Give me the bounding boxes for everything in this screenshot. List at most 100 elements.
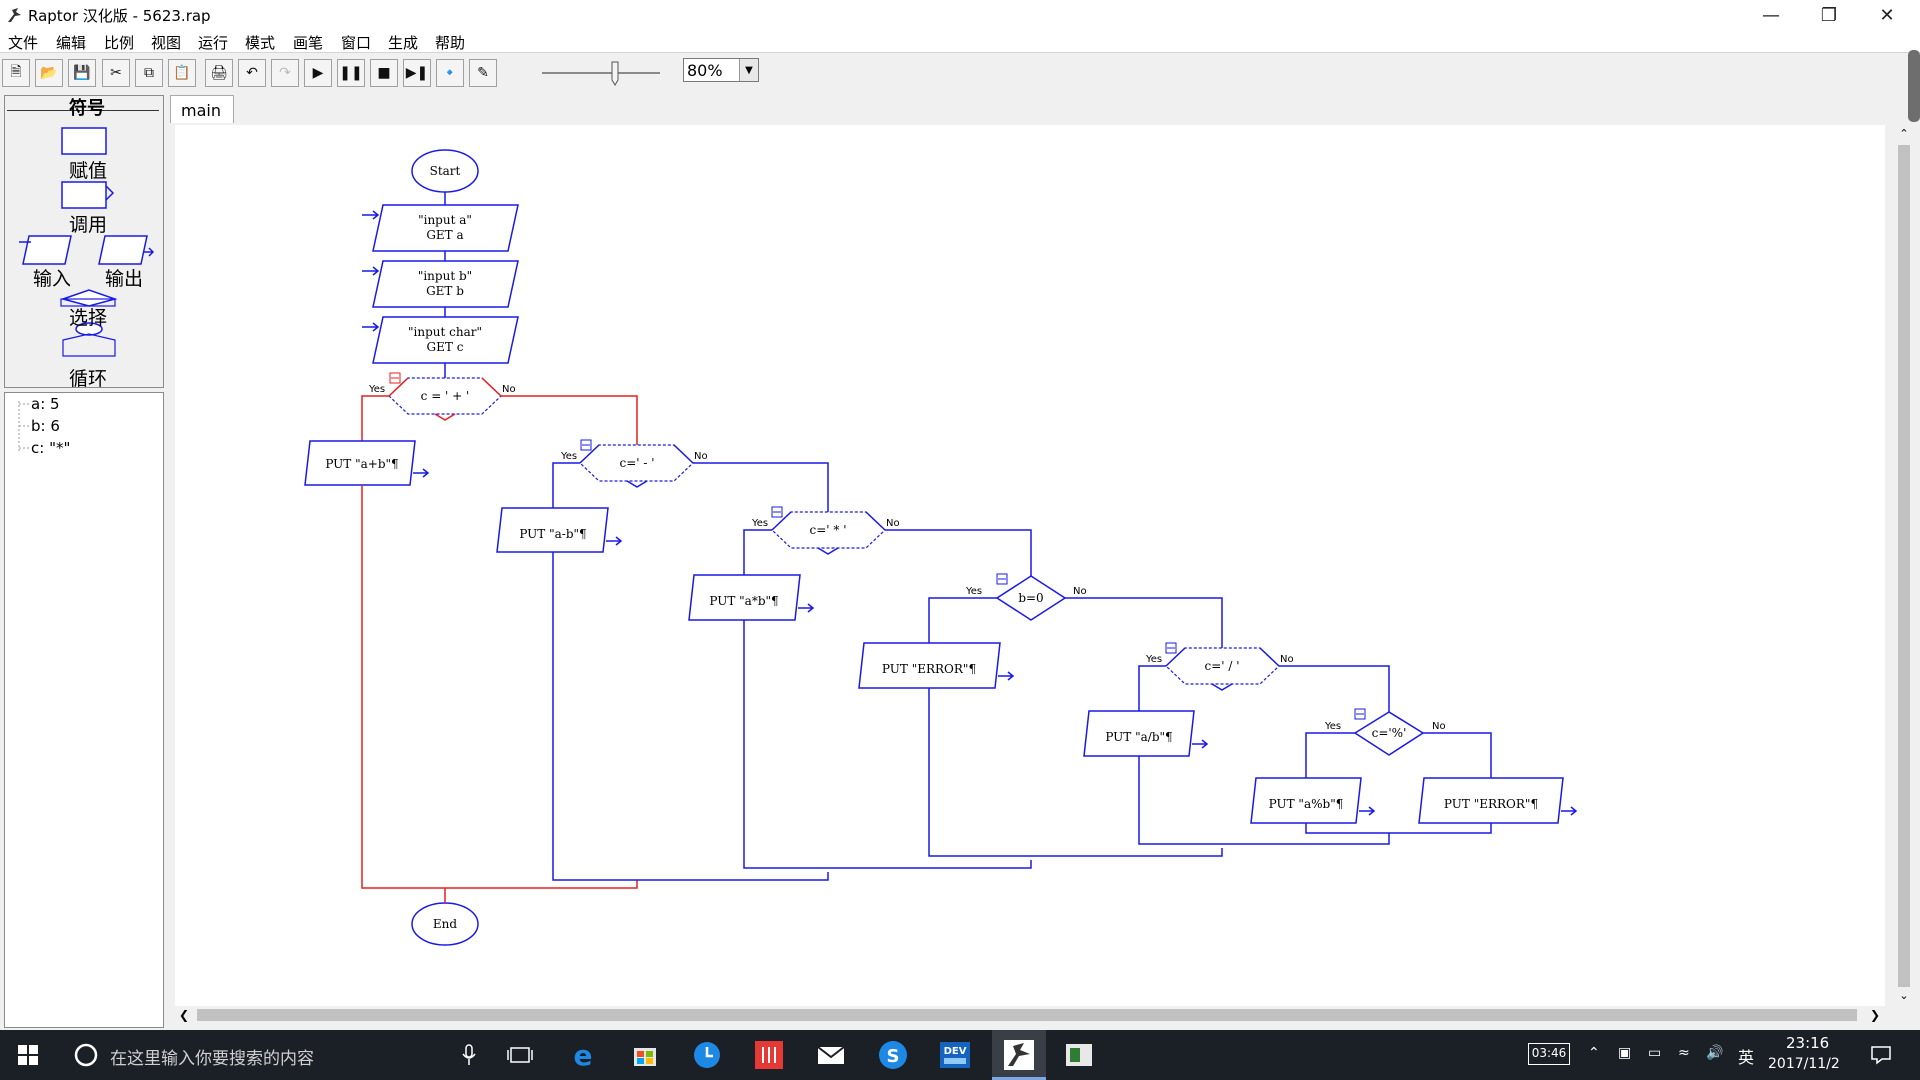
output-error-2[interactable]: PUT "ERROR"¶ <box>1418 777 1578 824</box>
open-folder-icon[interactable]: 📂 <box>35 59 63 87</box>
decision-minus[interactable]: c=' - ' <box>579 439 694 488</box>
zoom-slider[interactable] <box>540 58 662 88</box>
close-button[interactable]: ✕ <box>1879 4 1895 26</box>
decision-minus-yes: Yes <box>560 451 577 462</box>
chevron-down-icon[interactable]: ▼ <box>739 59 758 81</box>
decision-mul[interactable]: c=' * ' <box>771 506 886 555</box>
decision-plus[interactable]: c = ' + ' <box>388 372 502 421</box>
restore-button[interactable]: ❐ <box>1820 4 1838 26</box>
vertical-scroll-thumb[interactable] <box>1898 145 1910 987</box>
dev-cpp-icon[interactable]: DEV <box>938 1038 972 1072</box>
output-a-plus-b[interactable]: PUT "a+b"¶ <box>304 440 430 486</box>
scroll-left-icon[interactable]: ❮ <box>178 1008 190 1022</box>
document-app-icon[interactable] <box>1062 1038 1096 1072</box>
menu-mode[interactable]: 模式 <box>245 34 276 52</box>
print-icon[interactable]: 🖨 <box>205 59 233 87</box>
menu-pen[interactable]: 画笔 <box>293 34 324 52</box>
store-icon[interactable] <box>628 1038 662 1072</box>
menu-window[interactable]: 窗口 <box>341 34 372 52</box>
save-icon[interactable]: 💾 <box>68 59 96 87</box>
output-a-mod-b[interactable]: PUT "a%b"¶ <box>1250 777 1376 824</box>
redo-icon[interactable]: ↷ <box>271 59 299 87</box>
input-c[interactable]: "input char" GET c <box>362 316 519 364</box>
copy-icon[interactable]: ⧉ <box>135 59 163 87</box>
stop-icon[interactable]: ■ <box>370 59 398 87</box>
wifi-icon[interactable]: ≈ <box>1678 1045 1690 1061</box>
task-view-icon[interactable] <box>503 1038 537 1072</box>
menu-bar: 文件 编辑 比例 视图 运行 模式 画笔 窗口 生成 帮助 <box>0 30 1920 53</box>
assign-symbol[interactable] <box>61 127 107 155</box>
input-a[interactable]: "input a" GET a <box>362 204 519 252</box>
clock-time[interactable]: 23:16 <box>1786 1034 1830 1052</box>
test-server-icon[interactable]: 🔹 <box>436 59 464 87</box>
decision-plus-label: c = ' + ' <box>421 389 470 403</box>
input-b-prompt: "input b" <box>418 269 472 283</box>
scroll-up-icon[interactable]: ⌃ <box>1899 127 1909 140</box>
clock-app-icon[interactable] <box>690 1038 724 1072</box>
notification-icon[interactable] <box>1870 1044 1892 1066</box>
zoom-select[interactable]: 80% ▼ <box>683 58 759 82</box>
decision-mod[interactable]: c='%' <box>1353 708 1425 756</box>
taskbar-search[interactable]: 在这里输入你要搜索的内容 <box>62 1030 492 1080</box>
sogou-icon[interactable]: S <box>876 1038 910 1072</box>
output-symbol[interactable] <box>98 235 148 265</box>
new-file-icon[interactable]: 🗎 <box>2 59 30 87</box>
undo-icon[interactable]: ↶ <box>238 59 266 87</box>
clock-date[interactable]: 2017/11/2 <box>1768 1056 1840 1072</box>
red-app-icon[interactable] <box>752 1038 786 1072</box>
menu-generate[interactable]: 生成 <box>388 34 419 52</box>
decision-div[interactable]: c=' / ' <box>1165 642 1280 691</box>
menu-scale[interactable]: 比例 <box>104 34 135 52</box>
svg-text:DEV: DEV <box>944 1046 967 1057</box>
paste-icon[interactable]: 📋 <box>168 59 196 87</box>
svg-text:S: S <box>887 1046 900 1067</box>
menu-help[interactable]: 帮助 <box>435 34 466 52</box>
start-terminal[interactable] <box>411 149 479 193</box>
microphone-icon[interactable] <box>462 1044 476 1066</box>
pen-icon[interactable]: ✎ <box>469 59 497 87</box>
output-a-mod-b-label: PUT "a%b"¶ <box>1269 797 1344 811</box>
call-symbol[interactable] <box>61 181 107 209</box>
output-error-1[interactable]: PUT "ERROR"¶ <box>858 642 1015 689</box>
raptor-task-active[interactable] <box>992 1030 1046 1080</box>
flowchart-canvas[interactable]: .fl{stroke:#1a1ae6;stroke-width:1.5;fill… <box>175 125 1885 1006</box>
network-device-icon[interactable]: ▣ <box>1618 1045 1632 1061</box>
mail-icon[interactable] <box>814 1038 848 1072</box>
decision-b-zero[interactable]: b=0 <box>995 573 1067 621</box>
output-a-times-b-label: PUT "a*b"¶ <box>709 594 778 608</box>
loop-symbol[interactable] <box>75 322 103 336</box>
windows-start-icon[interactable] <box>18 1045 38 1065</box>
scroll-right-icon[interactable]: ❯ <box>1869 1008 1881 1022</box>
vertical-scrollbar[interactable]: ⌃ ⌄ <box>1895 125 1913 1006</box>
menu-edit[interactable]: 编辑 <box>56 34 87 52</box>
horizontal-scrollbar[interactable]: ❮ ❯ <box>175 1006 1885 1024</box>
horizontal-scroll-thumb[interactable] <box>197 1009 1857 1021</box>
volume-icon[interactable]: 🔊 <box>1706 1045 1724 1061</box>
step-icon[interactable]: ▶❚ <box>403 59 431 87</box>
output-a-times-b[interactable]: PUT "a*b"¶ <box>688 574 815 621</box>
minimize-button[interactable]: — <box>1762 4 1780 26</box>
scroll-down-icon[interactable]: ⌄ <box>1899 989 1909 1002</box>
input-c-prompt: "input char" <box>408 325 482 339</box>
menu-view[interactable]: 视图 <box>151 34 182 52</box>
ime-indicator[interactable]: 英 <box>1738 1048 1755 1067</box>
input-a-get: GET a <box>426 228 463 242</box>
cortana-icon <box>74 1043 98 1067</box>
pause-icon[interactable]: ❚❚ <box>337 59 365 87</box>
input-b[interactable]: "input b" GET b <box>362 260 519 308</box>
output-a-minus-b[interactable]: PUT "a-b"¶ <box>496 507 623 553</box>
input-symbol[interactable] <box>22 235 72 265</box>
active-indicator <box>992 1077 1046 1080</box>
play-icon[interactable]: ▶ <box>304 59 332 87</box>
battery-badge[interactable]: 03:46 <box>1528 1043 1570 1065</box>
decision-mul-yes: Yes <box>751 518 768 529</box>
decision-minus-label: c=' - ' <box>619 456 654 470</box>
menu-run[interactable]: 运行 <box>198 34 229 52</box>
edge-browser-icon[interactable]: e <box>566 1038 600 1072</box>
show-hidden-icons-icon[interactable]: ⌃ <box>1588 1045 1600 1061</box>
battery-icon[interactable]: ▭ <box>1648 1045 1662 1061</box>
cut-icon[interactable]: ✂ <box>102 59 130 87</box>
menu-file[interactable]: 文件 <box>8 34 39 52</box>
tab-main[interactable]: main <box>170 95 234 123</box>
output-a-div-b[interactable]: PUT "a/b"¶ <box>1083 710 1209 757</box>
